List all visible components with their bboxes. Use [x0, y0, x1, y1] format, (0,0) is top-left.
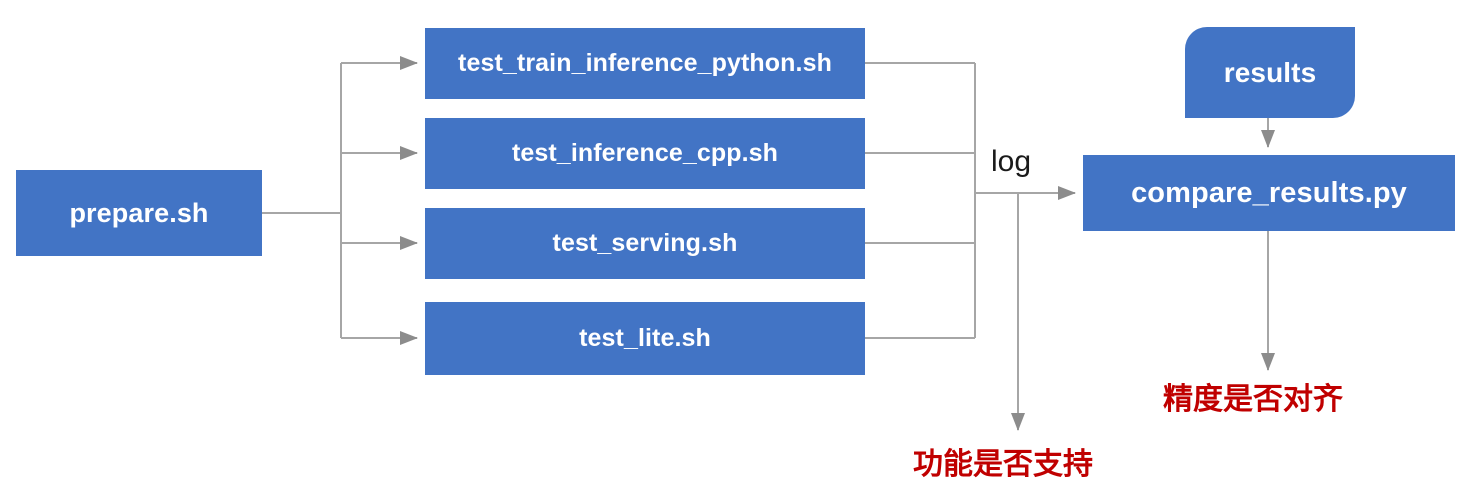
node-compare-results-py-label: compare_results.py [1131, 176, 1407, 209]
node-prepare-sh-label: prepare.sh [69, 197, 209, 228]
annotation-precision-aligned: 精度是否对齐 [1163, 383, 1343, 416]
node-compare-results-py[interactable]: compare_results.py [1083, 155, 1455, 231]
node-test-serving-sh[interactable]: test_serving.sh [425, 208, 865, 279]
node-test-train-inference-python-sh[interactable]: test_train_inference_python.sh [425, 28, 865, 99]
node-prepare-sh[interactable]: prepare.sh [16, 170, 262, 256]
node-results[interactable]: results [1185, 27, 1355, 118]
node-test-inference-cpp-sh-label: test_inference_cpp.sh [511, 139, 779, 167]
node-results-label: results [1223, 56, 1317, 88]
node-test-train-inference-python-sh-label: test_train_inference_python.sh [458, 49, 832, 77]
node-test-lite-sh-label: test_lite.sh [579, 324, 711, 352]
annotation-function-supported: 功能是否支持 [913, 448, 1093, 481]
node-test-inference-cpp-sh[interactable]: test_inference_cpp.sh [425, 118, 865, 189]
node-test-serving-sh-label: test_serving.sh [552, 229, 738, 257]
edge-label-log: log [991, 145, 1032, 178]
node-test-lite-sh[interactable]: test_lite.sh [425, 302, 865, 375]
